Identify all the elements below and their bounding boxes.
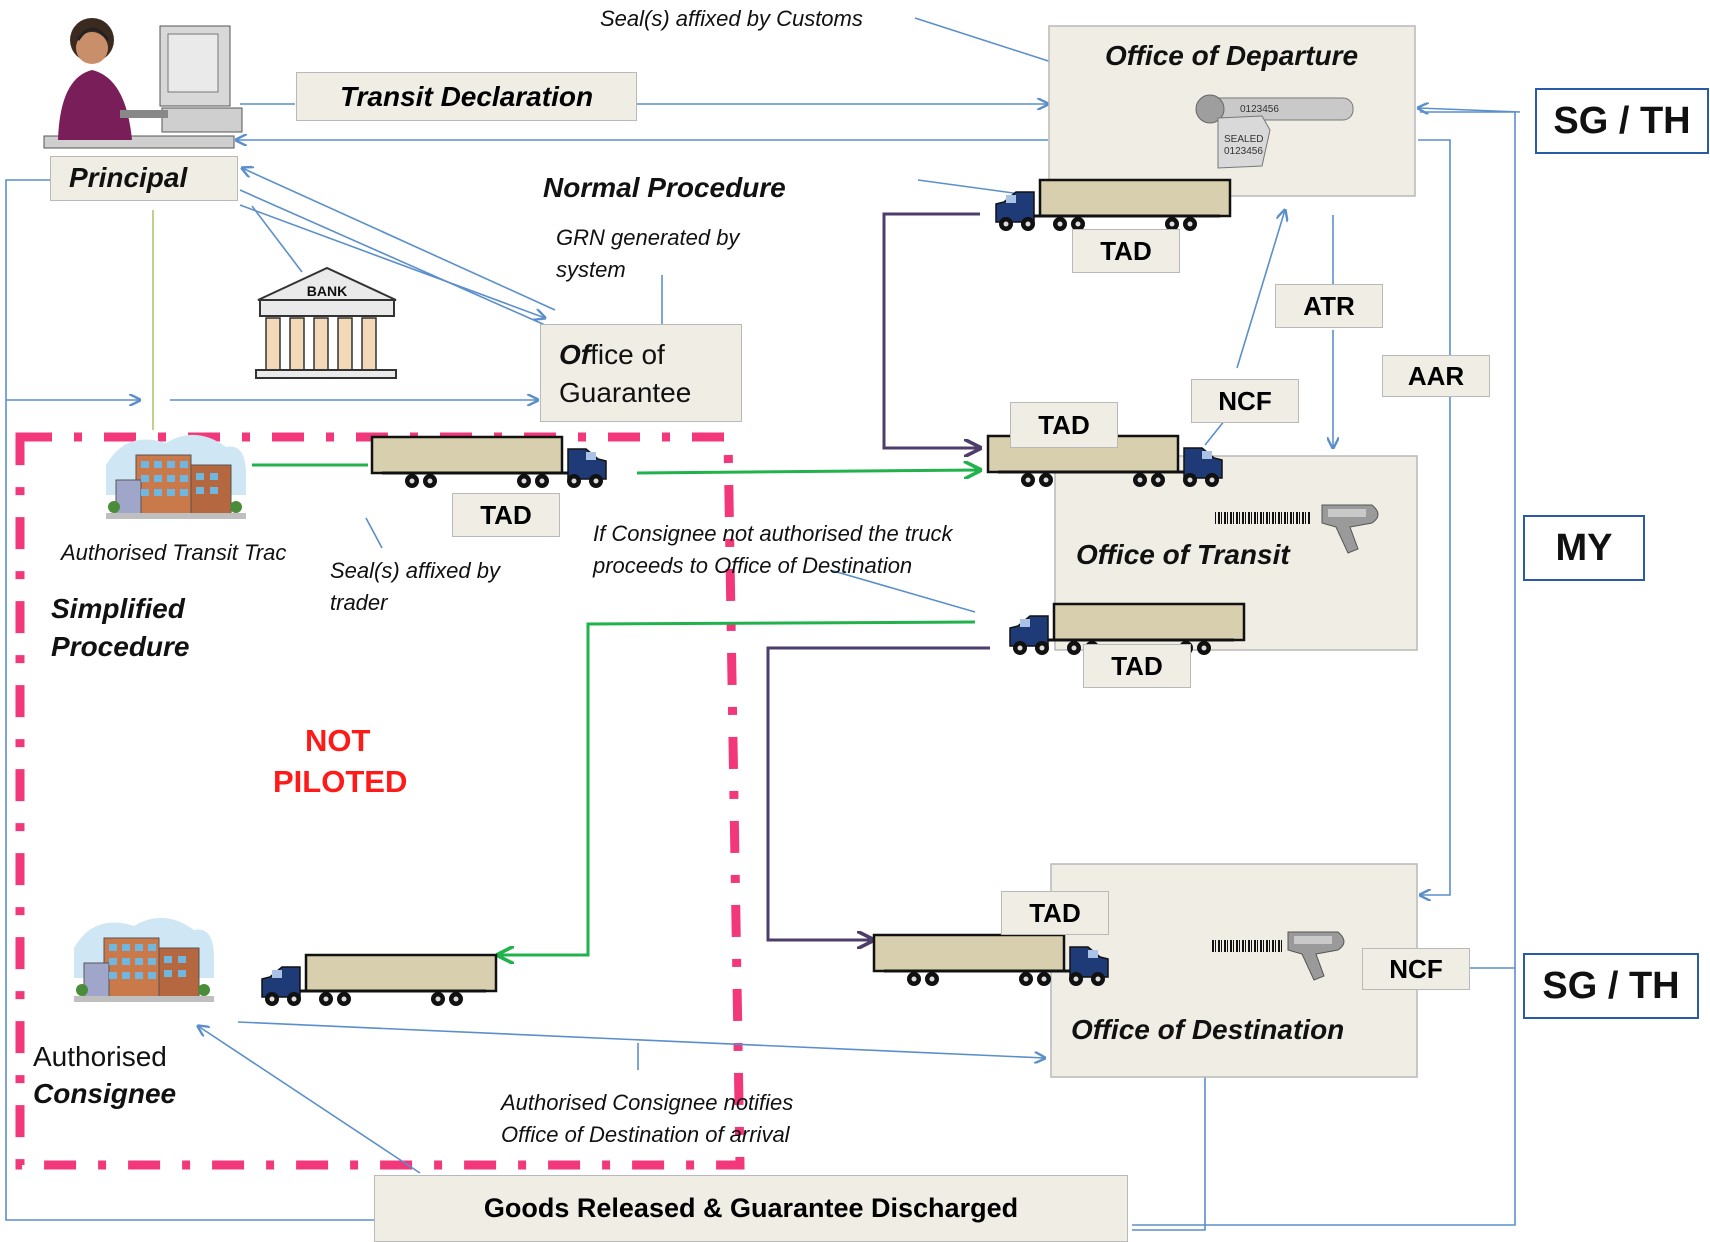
goods-released-box: Goods Released & Guarantee Discharged <box>374 1175 1128 1242</box>
bank-icon: BANK <box>255 266 397 379</box>
truck-simplified-start <box>370 435 608 490</box>
authorised-trader-label[interactable]: Authorised Transit Trac <box>61 540 287 565</box>
office-of-destination-box <box>1050 863 1418 1078</box>
ncf-destination-label: NCF <box>1389 953 1443 984</box>
normal-procedure-heading: Normal Procedure <box>543 172 786 203</box>
office-of-guarantee-line2: Guarantee <box>559 377 692 408</box>
seal-tag-code-b: 0123456 <box>1224 146 1263 157</box>
authorised-trader-building-icon <box>105 434 247 520</box>
office-of-guarantee-line1: Office of <box>559 339 665 371</box>
barcode-transit-bars <box>1215 512 1311 524</box>
tad-departure-label: TAD <box>1100 235 1152 266</box>
authorised-consignee-building-icon <box>73 917 215 1003</box>
office-of-guarantee-line1-rest: fice of <box>590 339 665 370</box>
aar-label: AAR <box>1407 360 1465 391</box>
bank-sign-text: BANK <box>307 283 347 299</box>
goods-released-label: Goods Released & Guarantee Discharged <box>483 1193 1019 1223</box>
not-piloted-line1: NOT <box>305 723 371 758</box>
seal-trader-line1: Seal(s) affixed by <box>330 558 500 583</box>
truck-departure <box>994 178 1232 233</box>
principal-label: Principal <box>69 162 188 193</box>
country-top-label: SG / TH <box>1553 99 1691 142</box>
office-of-transit-title[interactable]: Office of Transit <box>1076 539 1290 570</box>
grn-note-line2: system <box>556 257 626 282</box>
blue-flow-lines <box>5 17 1521 1231</box>
purple-route <box>766 212 990 940</box>
principal-person-icon <box>43 18 243 149</box>
country-middle-my: MY <box>1523 515 1645 581</box>
seal-tag-sealed: SEALED <box>1224 134 1263 145</box>
tad-departure-box: TAD <box>1072 229 1180 273</box>
transit-declaration-label: Transit Declaration <box>339 80 594 112</box>
tad-simplified-box: TAD <box>452 493 560 537</box>
ncf-transit-box: NCF <box>1191 379 1299 423</box>
tad-transit-lower-box: TAD <box>1083 644 1191 688</box>
tad-transit-upper-box: TAD <box>1010 402 1118 448</box>
country-bottom-label: SG / TH <box>1542 964 1680 1007</box>
customs-seal-icon: 0123456 SEALED 0123456 <box>1195 94 1354 169</box>
office-of-departure-title[interactable]: Office of Departure <box>1105 40 1359 71</box>
aar-box: AAR <box>1382 355 1490 397</box>
notify-note-line1: Authorised Consignee notifies <box>501 1090 794 1115</box>
grn-note-line1: GRN generated by <box>556 225 740 250</box>
ncf-transit-label: NCF <box>1218 385 1272 416</box>
seal-tag-code-a: 0123456 <box>1240 104 1279 115</box>
simplified-procedure-line1: Simplified <box>51 593 185 624</box>
country-bottom-sg-th: SG / TH <box>1523 953 1699 1019</box>
office-of-destination-title[interactable]: Office of Destination <box>1071 1014 1345 1045</box>
atr-label: ATR <box>1303 290 1355 321</box>
tad-transit-upper-label: TAD <box>1038 409 1090 440</box>
authorised-consignee-line1: Authorised <box>33 1041 167 1072</box>
principal-box[interactable]: Principal <box>50 156 238 201</box>
office-of-guarantee-line1-prefix: Of <box>559 339 591 370</box>
tad-simplified-label: TAD <box>480 499 532 530</box>
seal-trader-line2: trader <box>330 590 388 615</box>
barcode-destination-bars <box>1210 940 1282 952</box>
office-of-guarantee-box[interactable]: Office of Guarantee <box>540 324 742 422</box>
country-top-sg-th: SG / TH <box>1535 88 1709 154</box>
tad-destination-box: TAD <box>1001 891 1109 935</box>
truck-consignee <box>260 953 498 1008</box>
consignee-note-line1: If Consignee not authorised the truck <box>593 521 953 546</box>
green-route <box>252 465 980 955</box>
not-piloted-line2: PILOTED <box>273 764 408 799</box>
tad-transit-lower-label: TAD <box>1111 650 1163 681</box>
seal-customs-label: Seal(s) affixed by Customs <box>600 6 863 31</box>
consignee-note-line2: proceeds to Office of Destination <box>593 553 913 578</box>
transit-declaration-box: Transit Declaration <box>296 72 637 121</box>
simplified-procedure-boundary <box>15 432 745 1170</box>
tad-destination-label: TAD <box>1029 897 1081 928</box>
ncf-destination-box: NCF <box>1362 948 1470 990</box>
atr-box: ATR <box>1275 284 1383 328</box>
country-middle-label: MY <box>1555 526 1613 569</box>
simplified-procedure-line2: Procedure <box>51 631 190 662</box>
notify-note-line2: Office of Destination of arrival <box>501 1122 790 1147</box>
authorised-consignee-line2[interactable]: Consignee <box>33 1078 177 1109</box>
